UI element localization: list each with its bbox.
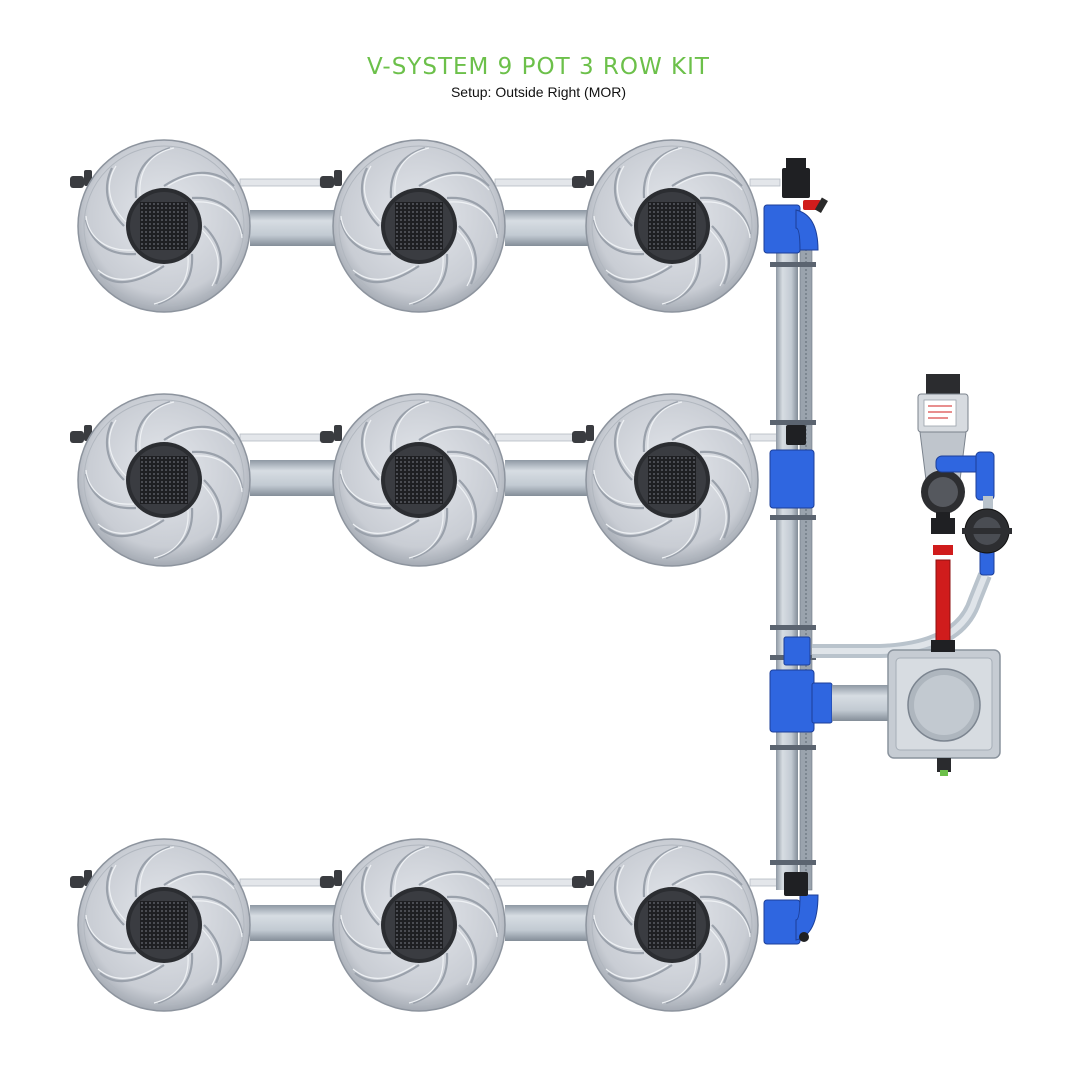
- pot-4: [76, 392, 252, 568]
- pot-9: [584, 837, 760, 1013]
- vertical-manifold: [770, 239, 816, 891]
- reservoir-tank: [887, 649, 1001, 776]
- row-hoses: [239, 178, 781, 941]
- tank-hose: [832, 685, 892, 721]
- pot-5: [331, 392, 507, 568]
- pot-row-1: [76, 138, 760, 314]
- diagram-title: V-SYSTEM 9 POT 3 ROW KIT: [367, 54, 710, 80]
- return-hose: [812, 572, 992, 658]
- pot-row-3: [76, 837, 760, 1013]
- pot-row-2: [76, 392, 760, 568]
- red-valve-icon: [803, 197, 828, 214]
- manifold-caps: [782, 158, 810, 942]
- pot-1: [76, 138, 252, 314]
- pot-6: [584, 392, 760, 568]
- pot-7: [76, 837, 252, 1013]
- pot-8: [331, 837, 507, 1013]
- blue-fittings: [763, 204, 833, 945]
- diagram-subtitle: Setup: Outside Right (MOR): [450, 84, 627, 100]
- filter-icon: [962, 508, 1012, 554]
- pot-3: [584, 138, 760, 314]
- feed-pipe: [931, 518, 955, 652]
- pump-icon: [917, 374, 969, 520]
- pot-2: [331, 138, 507, 314]
